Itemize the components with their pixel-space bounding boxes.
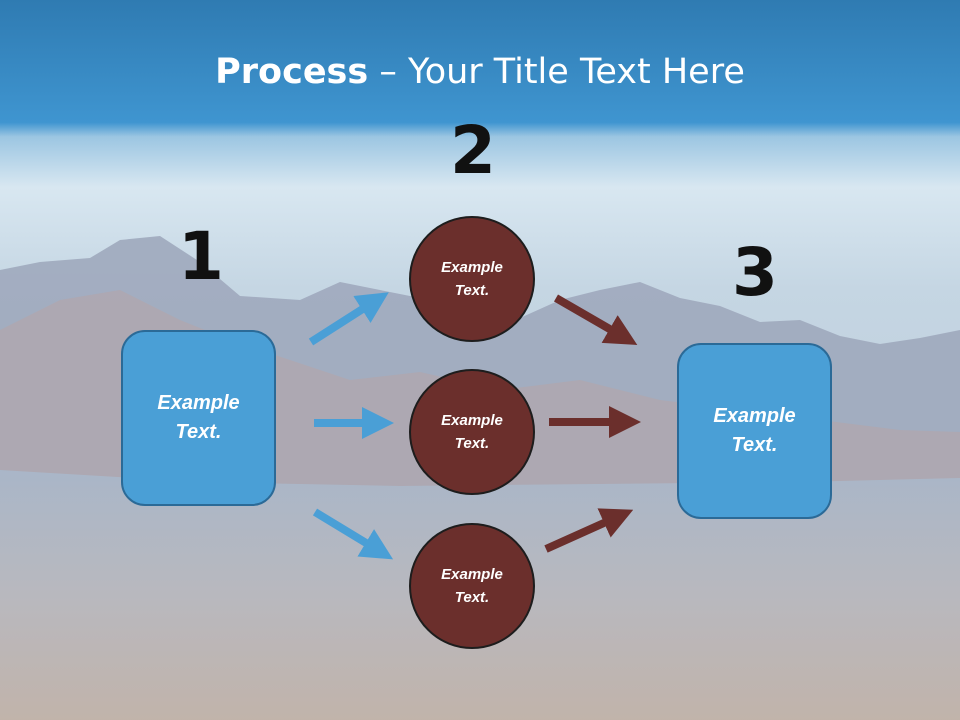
step-1-box-text: Example Text.	[157, 392, 240, 443]
step-2-circle-middle: Example Text.	[409, 369, 535, 495]
title-bold: Process	[215, 52, 369, 92]
step-number-1: 1	[178, 218, 224, 295]
brown-arrow-up	[544, 508, 634, 553]
circle-bottom-text: Example Text.	[441, 566, 503, 606]
step-1-box: Example Text.	[121, 330, 276, 506]
slide-title: Process – Your Title Text Here	[0, 52, 960, 92]
circle-top-text: Example Text.	[441, 259, 503, 299]
step-2-circle-bottom: Example Text.	[409, 523, 535, 649]
blue-arrow-down	[312, 508, 394, 560]
circle-middle-text: Example Text.	[441, 412, 503, 452]
step-number-2: 2	[450, 112, 496, 189]
blue-arrow-up	[308, 292, 389, 346]
step-3-box-text: Example Text.	[713, 405, 796, 456]
step-2-circle-top: Example Text.	[409, 216, 535, 342]
brown-arrow-down	[553, 294, 638, 346]
title-rest: – Your Title Text Here	[368, 52, 745, 92]
step-number-3: 3	[732, 234, 778, 311]
step-3-box: Example Text.	[677, 343, 832, 519]
